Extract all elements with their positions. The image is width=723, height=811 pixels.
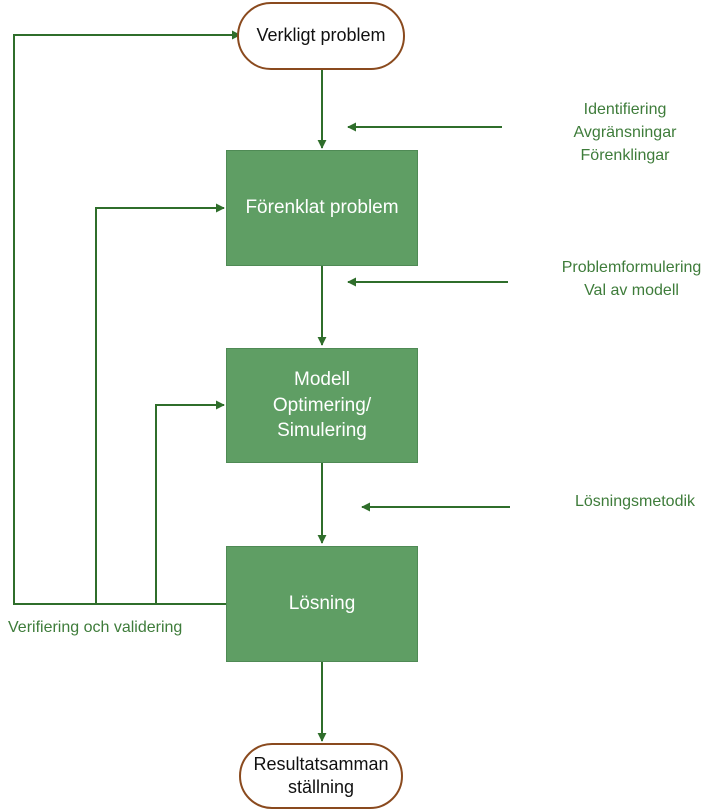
- annotation-identification-line-3: Förenklingar: [580, 147, 670, 165]
- step-model-line-3: Simulering: [277, 420, 367, 442]
- step-simplified-problem: Förenklat problem: [226, 150, 418, 266]
- annotation-identification-line-1: Identifiering: [583, 101, 667, 118]
- feedback-to-step2: [155, 400, 225, 604]
- annotation-identification: Identifiering Avgränsningar Förenklingar: [540, 98, 710, 168]
- feedback-label: Verifiering och validering: [8, 619, 183, 636]
- end-node: Resultatsamman ställning: [239, 743, 403, 809]
- step-solution-label: Lösning: [288, 593, 356, 615]
- annotation-formulation-line-1: Problemformulering: [561, 259, 702, 276]
- step-simplified-problem-label: Förenklat problem: [245, 197, 399, 219]
- end-node-line-2: ställning: [287, 777, 355, 797]
- start-node-label: Verkligt problem: [256, 25, 386, 46]
- step-model-line-2: Optimering/: [272, 394, 372, 416]
- feedback-to-start: [13, 30, 241, 605]
- step-solution: Lösning: [226, 546, 418, 662]
- feedback-to-step1: [95, 203, 225, 604]
- step-model-line-1: Modell: [294, 369, 350, 391]
- step-model: Modell Optimering/ Simulering: [226, 348, 418, 463]
- start-node: Verkligt problem: [237, 2, 405, 70]
- annotation-method: Lösningsmetodik: [555, 490, 715, 513]
- annotation-formulation: Problemformulering Val av modell: [540, 256, 723, 302]
- annotation-method-label: Lösningsmetodik: [574, 493, 696, 510]
- annotation-formulation-line-2: Val av modell: [584, 282, 679, 300]
- end-node-line-1: Resultatsamman: [253, 753, 389, 774]
- annotation-identification-line-2: Avgränsningar: [573, 124, 677, 142]
